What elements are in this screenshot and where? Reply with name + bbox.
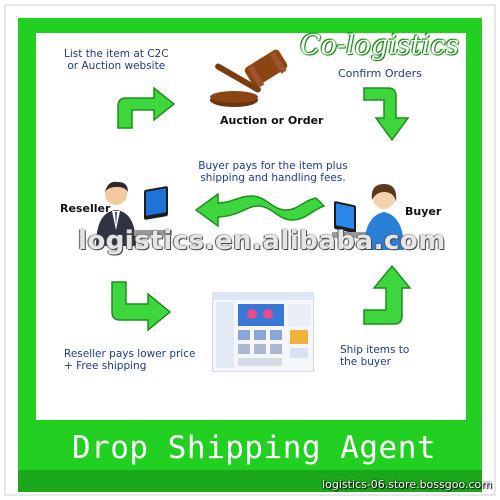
watermark-text: logistics.en.alibaba.com (78, 226, 446, 256)
gavel-icon (210, 49, 288, 107)
wavy-arrow-left-icon (194, 192, 326, 228)
arrow-right-down-icon (363, 87, 410, 142)
reseller-pays-text: Reseller pays lower price + Free shippin… (64, 348, 196, 372)
buyer-pays-text: Buyer pays for the item plus shipping an… (198, 160, 348, 184)
brand-title: Co-logistics (300, 30, 460, 61)
buyer-figure-icon (332, 184, 404, 250)
confirm-orders-text: Confirm Orders (338, 67, 422, 80)
reseller-label: Reseller (60, 202, 111, 215)
buyer-label: Buyer (405, 205, 442, 218)
arrow-up-right-icon (117, 86, 176, 129)
arrow-right-up-icon (363, 264, 412, 325)
arrow-down-right-icon (111, 281, 172, 332)
website-screenshot-icon (212, 292, 314, 372)
ship-items-text: Ship items to the buyer (340, 344, 410, 368)
banner-title: Drop Shipping Agent (71, 430, 437, 466)
reseller-figure-icon (96, 181, 172, 246)
footer-url: logistics-06.store.bossgoo.com (322, 478, 492, 491)
list-item-text: List the item at C2C or Auction website (64, 48, 169, 72)
auction-or-order-label: Auction or Order (220, 114, 324, 127)
